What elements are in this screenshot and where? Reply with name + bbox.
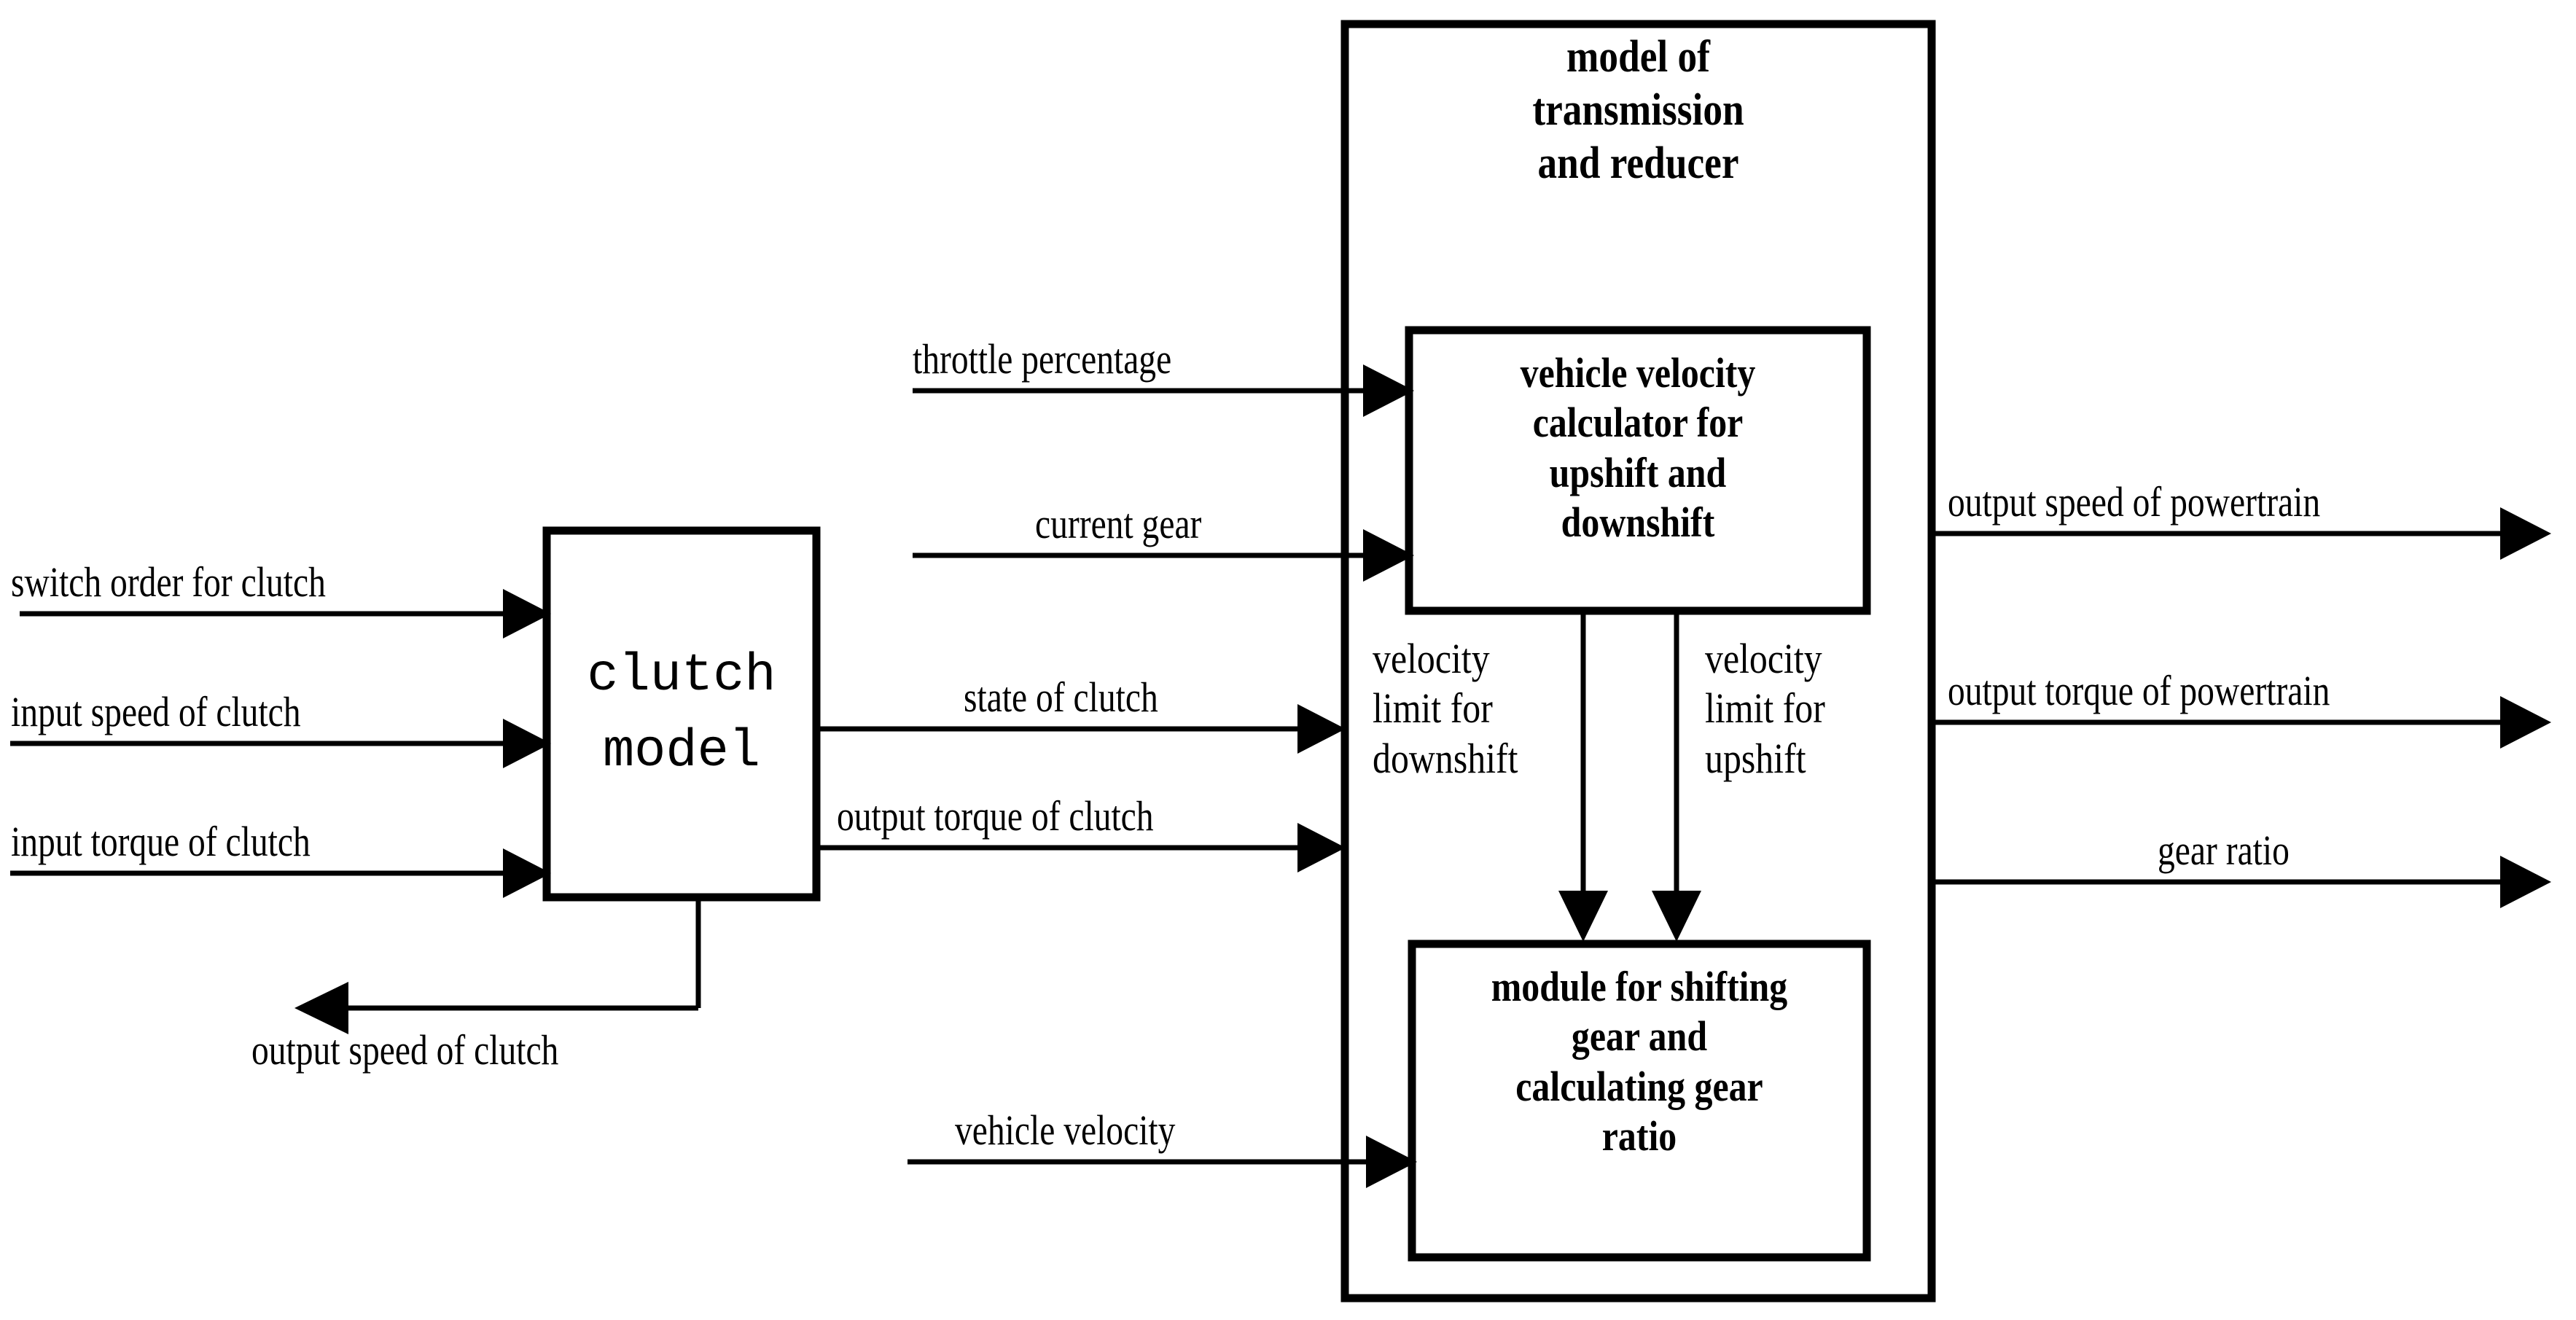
clutch-model-title: clutch model xyxy=(547,638,816,790)
label-output-torque-of-clutch: output torque of clutch xyxy=(837,792,1154,840)
label-state-of-clutch: state of clutch xyxy=(964,673,1158,721)
arrow-state-of-clutch xyxy=(816,704,1346,754)
transmission-title-line-1: model of xyxy=(1566,32,1710,82)
arrow-input-speed-of-clutch xyxy=(10,719,551,768)
clutch-model-box xyxy=(542,526,821,902)
arrow-vehicle-velocity xyxy=(908,1136,1417,1188)
velocity-limit-upshift-line-2: limit for xyxy=(1705,684,1825,733)
shift-module-box xyxy=(1408,940,1871,1262)
transmission-title-line-3: and reducer xyxy=(1537,138,1739,189)
transmission-block-title: model of transmission and reducer xyxy=(1356,31,1921,190)
clutch-model-line-2: model xyxy=(602,722,761,782)
shift-module-line-1: module for shifting xyxy=(1491,963,1788,1010)
velocity-limit-downshift-line-2: limit for xyxy=(1373,684,1493,733)
velocity-limit-upshift-line-1: velocity xyxy=(1705,635,1822,682)
label-input-speed-of-clutch: input speed of clutch xyxy=(11,688,301,735)
arrow-velocity-limit-for-upshift xyxy=(1652,612,1701,942)
velocity-limit-upshift-line-3: upshift xyxy=(1705,734,1806,782)
shift-module-line-3: calculating gear xyxy=(1515,1062,1763,1110)
arrow-throttle-percentage xyxy=(913,364,1414,417)
arrow-velocity-limit-for-downshift xyxy=(1558,612,1608,942)
label-output-torque-of-powertrain: output torque of powertrain xyxy=(1948,667,2330,714)
velocity-calculator-box xyxy=(1405,326,1871,615)
label-velocity-limit-for-upshift: velocity limit for upshift xyxy=(1690,634,1908,784)
label-input-torque-of-clutch: input torque of clutch xyxy=(11,818,311,865)
arrow-output-speed-of-powertrain xyxy=(1932,507,2551,560)
transmission-outer-box xyxy=(1340,20,1936,1303)
velocity-calculator-title: vehicle velocity calculator for upshift … xyxy=(1414,348,1862,548)
label-switch-order-for-clutch: switch order for clutch xyxy=(11,558,326,606)
velocity-calculator-line-1: vehicle velocity xyxy=(1520,349,1756,397)
velocity-limit-downshift-line-1: velocity xyxy=(1373,635,1490,682)
arrow-switch-order-for-clutch xyxy=(20,589,551,638)
shift-module-title: module for shifting gear and calculating… xyxy=(1417,962,1862,1162)
label-output-speed-of-clutch: output speed of clutch xyxy=(251,1026,559,1074)
velocity-limit-downshift-line-3: downshift xyxy=(1373,734,1518,782)
label-velocity-limit-for-downshift: velocity limit for downshift xyxy=(1357,634,1576,784)
arrow-output-torque-of-clutch xyxy=(816,823,1346,872)
label-output-speed-of-powertrain: output speed of powertrain xyxy=(1948,478,2321,526)
transmission-title-line-2: transmission xyxy=(1532,85,1744,136)
shift-module-line-2: gear and xyxy=(1571,1012,1708,1061)
clutch-model-line-1: clutch xyxy=(587,646,776,706)
arrow-gear-ratio xyxy=(1932,856,2551,908)
arrow-input-torque-of-clutch xyxy=(10,848,551,898)
velocity-calculator-line-4: downshift xyxy=(1561,499,1715,547)
shift-module-line-4: ratio xyxy=(1601,1112,1677,1160)
arrow-output-torque-of-powertrain xyxy=(1932,696,2551,749)
label-gear-ratio: gear ratio xyxy=(2158,827,2290,874)
velocity-calculator-line-3: upshift and xyxy=(1549,448,1727,496)
velocity-calculator-line-2: calculator for xyxy=(1532,399,1744,447)
arrow-current-gear xyxy=(913,529,1414,582)
label-current-gear: current gear xyxy=(1035,500,1202,547)
arrow-output-speed-of-clutch xyxy=(294,897,701,1034)
label-vehicle-velocity: vehicle velocity xyxy=(955,1106,1176,1154)
label-throttle-percentage: throttle percentage xyxy=(913,335,1172,383)
